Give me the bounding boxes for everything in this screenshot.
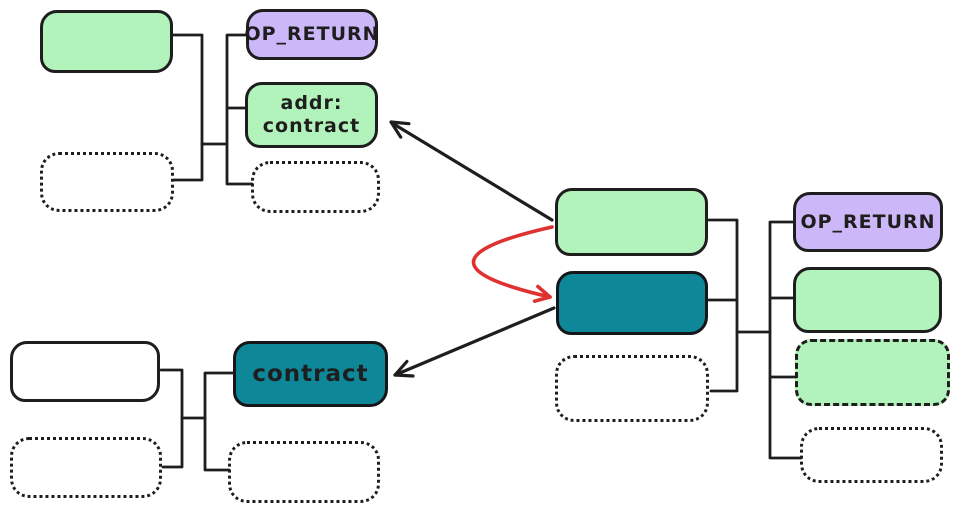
- arrowhead: [393, 359, 415, 378]
- op-return-label: OP_RETURN: [244, 23, 380, 46]
- addr-label-line2: contract: [262, 115, 361, 137]
- tx2-output-green-dashed: [795, 339, 950, 406]
- tx2-input-teal: [556, 271, 708, 335]
- tx1-output-addr-contract: addr: contract: [245, 82, 378, 148]
- contract-label: contract: [252, 361, 369, 387]
- addr-label-line1: addr:: [280, 92, 343, 115]
- tx2-input-connector: [707, 218, 739, 393]
- tx2-output-connector: [768, 220, 803, 460]
- tx2-output-placeholder: [800, 427, 943, 483]
- op-return-label: OP_RETURN: [800, 210, 936, 233]
- tx3-output-contract: contract: [233, 341, 388, 407]
- red-curved-arrow: [471, 225, 554, 303]
- tx1-output-op-return: OP_RETURN: [244, 9, 380, 60]
- tx3-input-connector: [159, 368, 184, 469]
- tx1-input-green: [40, 10, 173, 73]
- arrow-to-contract: [393, 306, 556, 378]
- tx3-input-white: [10, 341, 160, 402]
- tx2-output-op-return: OP_RETURN: [793, 192, 943, 252]
- arrow-to-addr-contract: [389, 120, 554, 222]
- tx2-input-placeholder: [555, 355, 709, 422]
- tx1-output-placeholder: [251, 161, 380, 213]
- arrowhead: [532, 284, 552, 303]
- tx3-input-placeholder: [10, 437, 162, 498]
- tx2-input-green: [555, 188, 708, 256]
- tx3-output-placeholder: [228, 441, 380, 503]
- tx1-input-placeholder: [40, 152, 174, 212]
- arrowhead: [389, 120, 411, 139]
- tx1-input-connector: [171, 33, 204, 182]
- tx2-output-green: [793, 267, 942, 333]
